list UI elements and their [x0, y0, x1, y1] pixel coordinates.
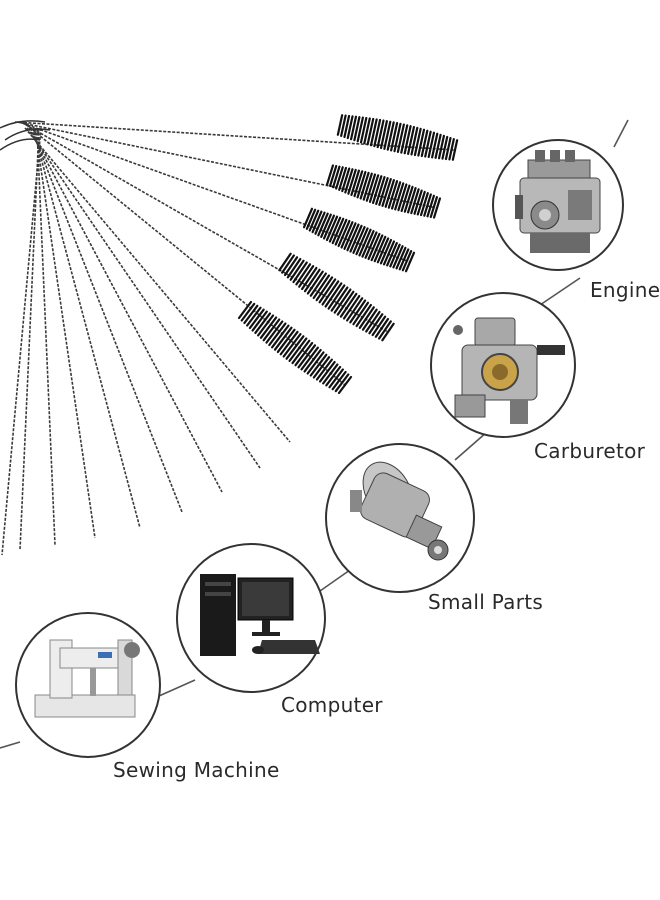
- application-label-computer: Computer: [281, 693, 383, 717]
- application-label-carburetor: Carburetor: [534, 439, 646, 463]
- carburetor-icon: [453, 317, 565, 424]
- brush-wire: [22, 121, 346, 386]
- brush-wire: [26, 127, 261, 469]
- engine-icon: [515, 150, 601, 253]
- application-label-engine: Engine: [590, 278, 660, 302]
- computer-thumbnail: [176, 543, 326, 693]
- engine-thumbnail: [492, 139, 624, 271]
- sewing-machine-icon: [34, 639, 140, 718]
- fan-knot: [0, 120, 51, 151]
- brush-wire: [16, 121, 438, 209]
- brush-wire: [1, 127, 42, 556]
- brush-wire: [32, 127, 141, 529]
- brush-wire: [30, 127, 183, 513]
- brush-head: [336, 114, 459, 161]
- brush-wire: [34, 127, 96, 539]
- brush-head: [325, 164, 442, 219]
- brush-wire: [28, 127, 223, 493]
- carburetor-thumbnail: [430, 292, 576, 438]
- starter-motor-icon: [350, 461, 449, 561]
- brush-heads: [237, 114, 459, 395]
- brush-head: [278, 252, 395, 342]
- application-label-sewing-machine: Sewing Machine: [113, 758, 280, 782]
- brush-wire: [24, 127, 291, 443]
- brush-wire: [18, 121, 411, 263]
- brush-wire: [36, 127, 56, 546]
- brush-head: [237, 300, 353, 395]
- computer-icon: [200, 574, 320, 656]
- application-label-small-parts: Small Parts: [428, 590, 544, 614]
- brush-wire: [19, 127, 40, 551]
- sewing-machine-thumbnail: [15, 612, 161, 758]
- brush-head: [302, 207, 416, 273]
- small-parts-thumbnail: [325, 443, 475, 593]
